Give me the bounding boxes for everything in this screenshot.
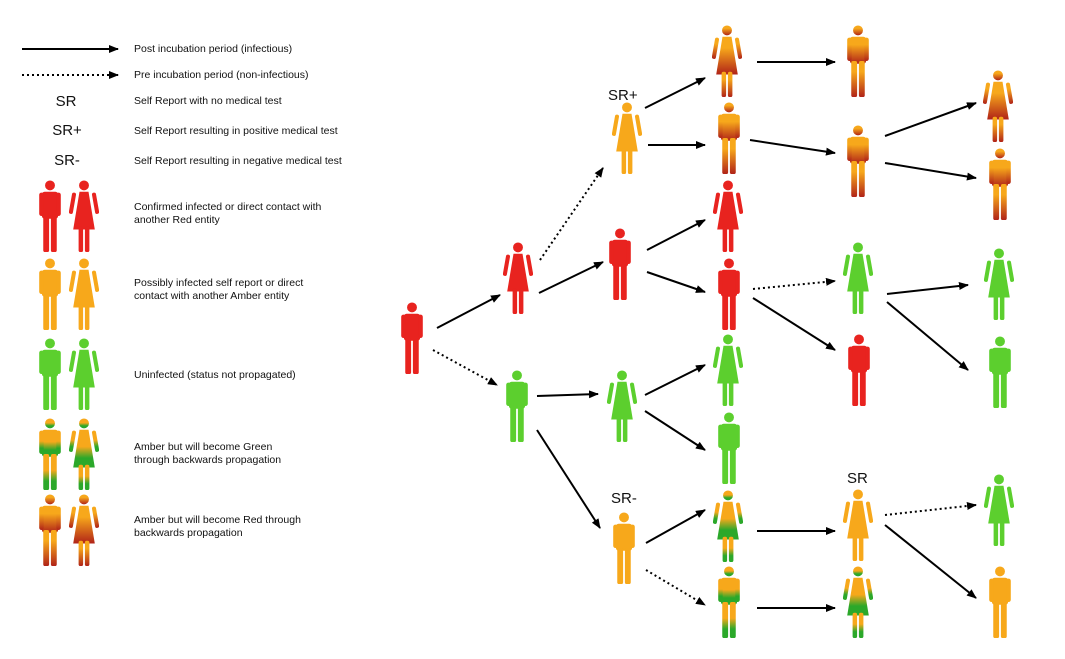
arrow-red-man-to-red-man: [646, 271, 706, 293]
arrow-to-far-man: [884, 162, 977, 181]
amber-red-man-icon-3: [847, 125, 869, 197]
green-woman-icon: [607, 370, 637, 442]
amber-red-man-icon: [718, 102, 740, 174]
sr-amber-woman-icon: [843, 489, 873, 561]
amber-red-man-icon-2: [847, 25, 869, 97]
legend-amber-woman-icon: [69, 258, 99, 330]
green-woman-icon-2: [713, 334, 743, 406]
arrow-green-woman-to-green-man: [886, 301, 969, 371]
amber-green-woman-icon: [713, 490, 743, 562]
green-woman-icon-4: [984, 248, 1014, 320]
legend-green-woman-icon: [69, 338, 99, 410]
legend-sr-plus-symbol: SR+: [52, 122, 82, 139]
legend-amber-to-red-text: Amber but will become Red through backwa…: [134, 514, 301, 539]
label-sr-minus: SR-: [611, 490, 637, 507]
legend-amber-man-icon: [39, 258, 61, 330]
legend-sr-minus-text: Self Report resulting in negative medica…: [134, 155, 342, 167]
amber-green-woman-icon-2: [843, 566, 873, 638]
arrow-srplus-to-top-woman: [644, 77, 706, 109]
arrow-green-man-to-srminus: [536, 429, 601, 529]
legend-amber-text: Possibly infected self report or direct …: [134, 277, 304, 302]
red-woman-icon-2: [713, 180, 743, 252]
srminus-amber-man-icon: [613, 512, 635, 584]
green-man-icon-2: [718, 412, 740, 484]
legend-sr-text: Self Report with no medical test: [134, 95, 282, 107]
arrow-red-man-to-red-man-2: [752, 297, 836, 351]
legend-amber-to-green-text: Amber but will become Green through back…: [134, 441, 282, 466]
arrow-red-woman-to-srplus: [539, 167, 604, 261]
amber-green-man-icon: [718, 566, 740, 638]
legend-amber-to-red-man-icon: [39, 494, 61, 566]
red-man-icon-2: [718, 258, 740, 330]
legend-green-man-icon: [39, 338, 61, 410]
legend-dotted-arrow-text: Pre incubation period (non-infectious): [134, 69, 309, 81]
red-man-icon: [609, 228, 631, 300]
green-man-icon-3: [989, 336, 1011, 408]
red-woman-icon: [503, 242, 533, 314]
root-red-man-icon: [401, 302, 423, 374]
legend-red-woman-icon: [69, 180, 99, 252]
arrow-green-woman-to-green-woman: [886, 282, 969, 295]
legend-red-text: Confirmed infected or direct contact wit…: [134, 201, 322, 226]
arrow-red-man-to-red-woman: [646, 219, 706, 251]
arrow-srminus-to-man: [645, 569, 706, 606]
arrow-green-man-to-green-woman: [536, 390, 599, 399]
green-woman-icon-3: [843, 242, 873, 314]
legend-solid-arrow-text: Post incubation period (infectious): [134, 43, 293, 55]
green-woman-icon-5: [984, 474, 1014, 546]
arrow-root-to-green-man: [432, 349, 498, 386]
legend-amber-to-green-man-icon: [39, 418, 61, 490]
arrow-to-far-woman: [884, 102, 977, 137]
srplus-amber-woman-icon: [612, 102, 642, 174]
arrow-root-to-red-woman: [436, 294, 501, 329]
green-man-icon: [506, 370, 528, 442]
legend-red-man-icon: [39, 180, 61, 252]
legend-green-text: Uninfected (status not propagated): [134, 369, 296, 381]
arrow-red-man-to-green-woman: [752, 277, 836, 290]
arrow-red-woman-to-red-man: [538, 261, 604, 294]
label-sr-plus: SR+: [608, 87, 638, 104]
arrow-green-woman-to-green-woman-2: [644, 364, 706, 396]
amber-red-woman-icon: [712, 25, 742, 97]
arrow-sr-to-green-woman: [884, 502, 977, 516]
arrow-top-man-to-man: [749, 139, 836, 156]
legend-amber-to-green-woman-icon: [69, 418, 99, 490]
amber-red-woman-icon-2: [983, 70, 1013, 142]
amber-red-man-icon-4: [989, 148, 1011, 220]
red-man-icon-3: [848, 334, 870, 406]
legend-sr-symbol: SR: [55, 93, 77, 110]
legend-sr-plus-text: Self Report resulting in positive medica…: [134, 125, 338, 137]
legend-amber-to-red-woman-icon: [69, 494, 99, 566]
arrow-green-woman-to-green-man-2: [644, 410, 706, 451]
arrow-srminus-to-woman: [645, 509, 706, 544]
diagram-arrows: [432, 58, 977, 612]
label-sr: SR: [847, 470, 868, 487]
arrow-sr-to-amber-man: [884, 524, 977, 599]
legend-sr-minus-symbol: SR-: [54, 152, 80, 169]
amber-man-icon: [989, 566, 1011, 638]
